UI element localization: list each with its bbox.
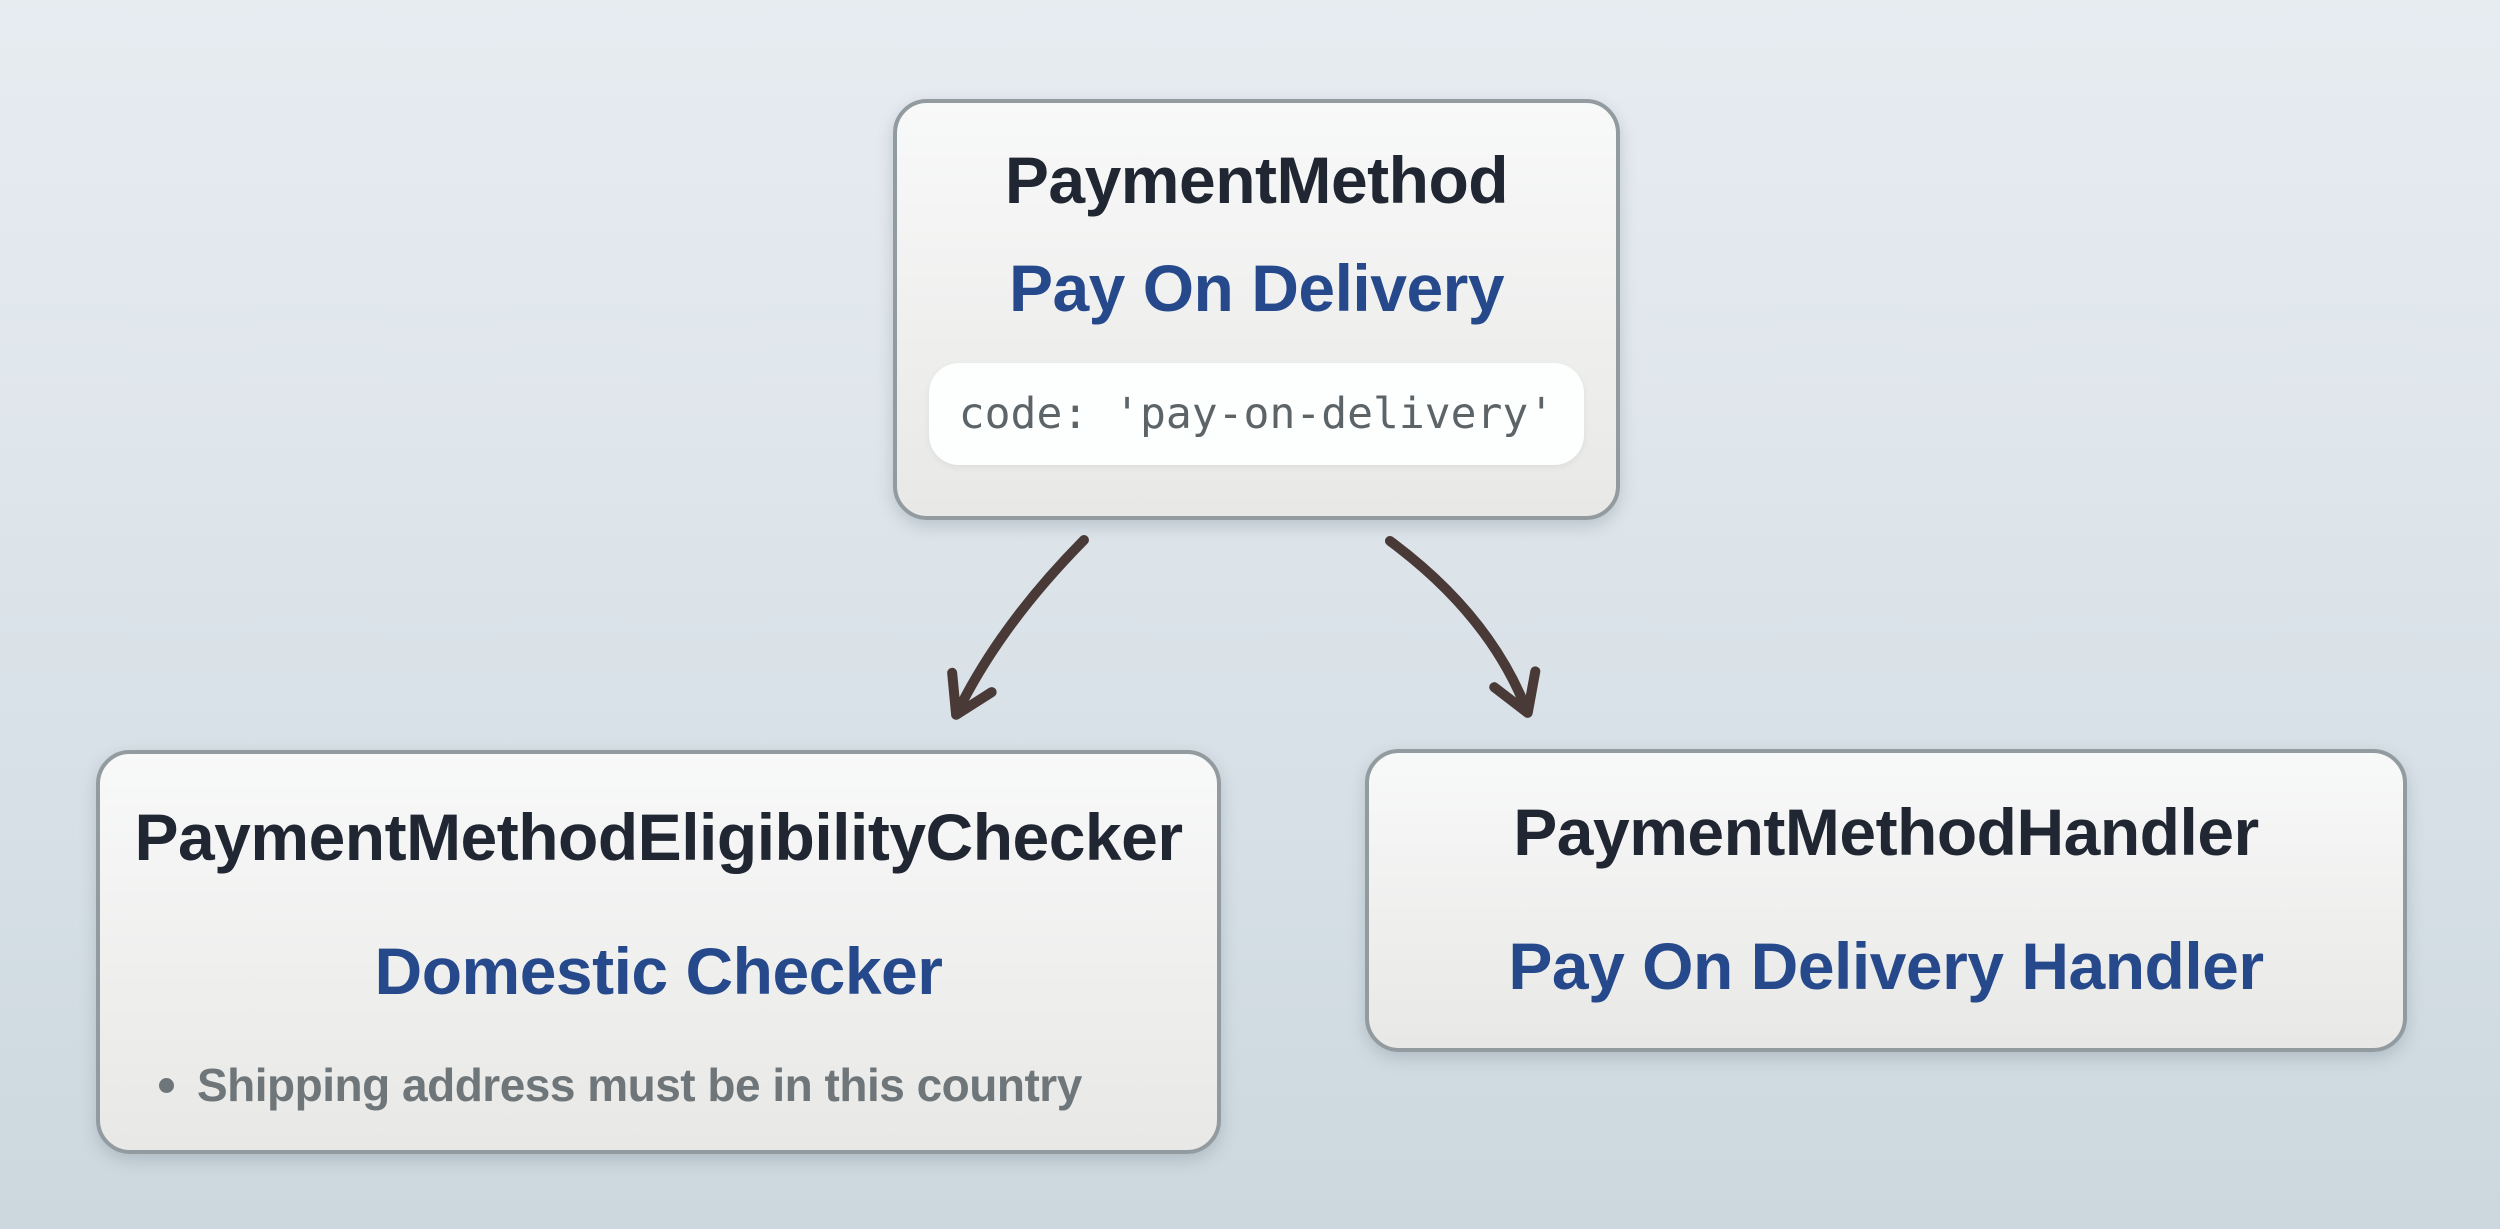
handler-class-name: PaymentMethodHandler — [1513, 795, 2259, 869]
arrow-to-handler — [1385, 536, 1541, 718]
payment-method-display-name: Pay On Delivery — [1008, 251, 1505, 325]
handler-display-name: Pay On Delivery Handler — [1508, 929, 2264, 1003]
rule-item: Shipping address must be in this country — [159, 1054, 1177, 1116]
node-payment-method: PaymentMethod Pay On Delivery code: 'pay… — [893, 99, 1620, 520]
eligibility-checker-class-name: PaymentMethodEligibilityChecker — [134, 800, 1183, 874]
payment-method-class-name: PaymentMethod — [1004, 143, 1509, 217]
eligibility-rules-list: Shipping address must be in this country — [100, 1054, 1217, 1116]
arrow-to-eligibility-checker — [947, 535, 1089, 720]
node-payment-method-handler: PaymentMethodHandler Pay On Delivery Han… — [1365, 749, 2407, 1052]
node-eligibility-checker: PaymentMethodEligibilityChecker Domestic… — [96, 750, 1221, 1154]
payment-method-code-badge: code: 'pay-on-delivery' — [928, 363, 1585, 465]
eligibility-checker-display-name: Domestic Checker — [374, 934, 943, 1008]
